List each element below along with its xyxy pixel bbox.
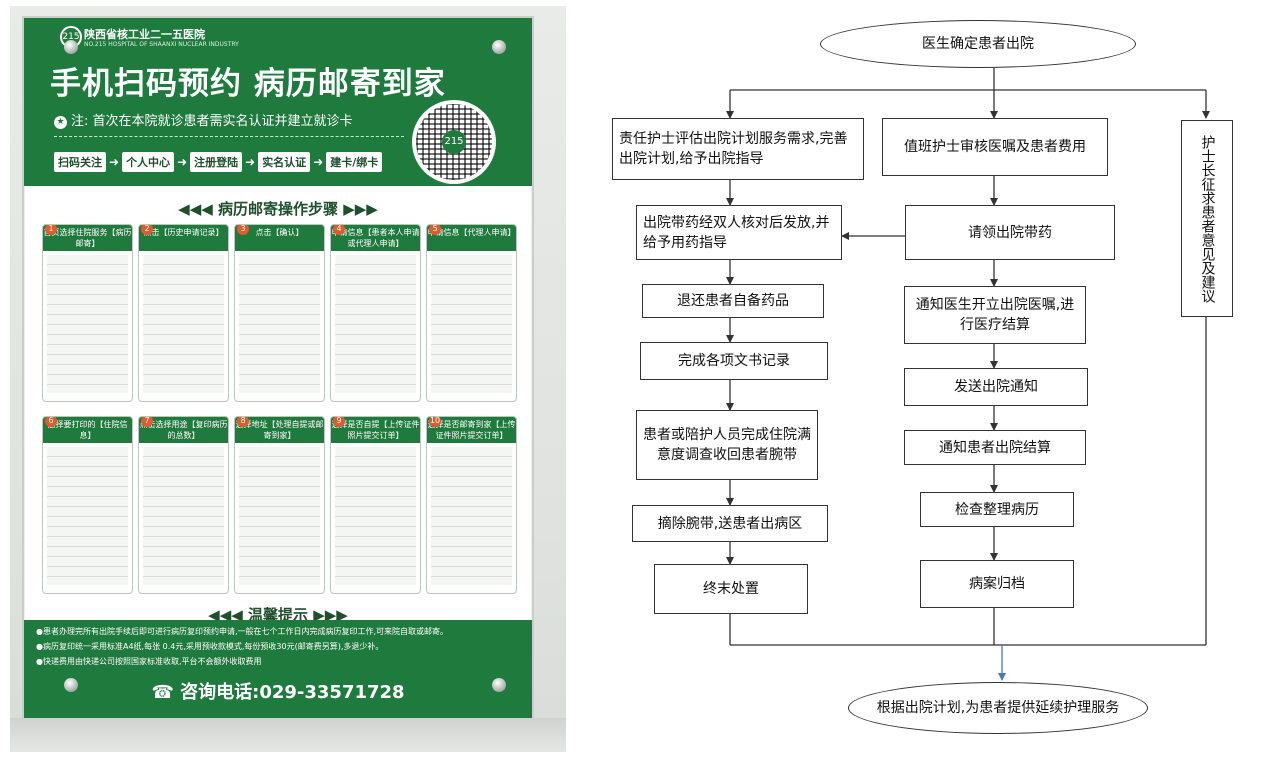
phone-screenshot: 首页选择住院服务【病历邮寄】1 (42, 224, 133, 402)
screen-title: 选择是否邮寄到家【上传证件照片提交订单】 (427, 417, 516, 443)
flow-step-right: 护士长征求患者意见及建议 (1181, 120, 1233, 317)
flow-step-mid-1: 值班护士审核医嘱及患者费用 (882, 118, 1108, 176)
flow-step-left-6: 摘除腕带,送患者出病区 (632, 505, 828, 542)
screen-title: 选择地址【处理自提或邮寄到家】 (235, 417, 324, 443)
flow-step-mid-5: 通知患者出院结算 (904, 430, 1086, 465)
reg-step: 注册登陆 (190, 152, 243, 172)
flow-step-mid-3: 通知医生开立出院医嘱,进行医疗结算 (904, 286, 1086, 344)
qr-code-icon (416, 104, 492, 180)
screens-row-1: 首页选择住院服务【病历邮寄】1 点击【历史申请记录】2 点击【确认】3 申请信息… (42, 224, 528, 402)
step-number: 2 (141, 225, 153, 235)
tip-item: ●快递费用由快递公司按照国家标准收取,平台不会额外收取费用 (36, 657, 262, 666)
step-number: 9 (333, 417, 345, 427)
phone-screenshot: 选择地址【处理自提或邮寄到家】8 (234, 416, 325, 594)
acrylic-stand (10, 718, 566, 752)
reg-step: 个人中心 (122, 152, 175, 172)
poster-footer (24, 620, 532, 718)
qr-logo: 215 (442, 130, 466, 154)
steps-section-title: ◀◀◀ 病历邮寄操作步骤 ▶▶▶ (178, 200, 378, 218)
end-node: 根据出院计划,为患者提供延续护理服务 (848, 682, 1148, 734)
hospital-name-en: NO.215 HOSPITAL OF SHAANXI NUCLEAR INDUS… (84, 41, 239, 48)
flow-step-mid-2: 请领出院带药 (905, 205, 1115, 260)
phone-screenshot: 申请信息【代理人申请】5 (426, 224, 517, 402)
tips-list: ●患者办理完所有出院手续后即可进行病历复印预约申请,一般在七个工作日内完成病历复… (36, 624, 526, 669)
poster-note: ★ 注: 首次在本院就诊患者需实名认证并建立就诊卡 (54, 110, 353, 129)
step-number: 1 (45, 225, 57, 235)
phone-screenshot: 申请信息【患者本人申请或代理人申请】4 (330, 224, 421, 402)
registration-steps: 扫码关注➜ 个人中心➜ 注册登陆➜ 实名认证➜ 建卡/绑卡 (54, 152, 383, 172)
step-number: 7 (141, 417, 153, 427)
flow-step-left-7: 终末处置 (654, 564, 808, 614)
screen-title: 点击【历史申请记录】 (139, 225, 228, 251)
flow-step-mid-4: 发送出院通知 (904, 368, 1088, 406)
screen-title: 点击选择用途【复印病历的总数】 (139, 417, 228, 443)
screen-title: 申请信息【代理人申请】 (427, 225, 516, 251)
arrow-right-icon: ➜ (177, 155, 188, 169)
reg-step: 实名认证 (258, 152, 311, 172)
flow-step-left-1: 责任护士评估出院计划服务需求,完善出院计划,给予出院指导 (612, 118, 864, 180)
step-number: 8 (237, 417, 249, 427)
flow-step-left-2: 出院带药经双人核对后发放,并给予用药指导 (636, 205, 842, 260)
phone-screenshot: 点击选择用途【复印病历的总数】7 (138, 416, 229, 594)
start-node: 医生确定患者出院 (820, 20, 1136, 68)
arrow-right-icon: ➜ (313, 155, 324, 169)
screens-row-2: 选择要打印的【住院信息】6 点击选择用途【复印病历的总数】7 选择地址【处理自提… (42, 416, 528, 594)
flow-step-left-4: 完成各项文书记录 (640, 342, 828, 380)
divider (54, 136, 404, 137)
phone-screenshot: 选择是否自提【上传证件照片提交订单】9 (330, 416, 421, 594)
screw-icon (64, 678, 78, 692)
screen-title: 点击【确认】 (235, 225, 324, 251)
tips-title: ◀◀◀ 温馨提示 ▶▶▶ (208, 606, 348, 624)
phone-number: ☎ 咨询电话:029-33571728 (151, 682, 405, 703)
phone-screenshot: 点击【历史申请记录】2 (138, 224, 229, 402)
tip-item: ●患者办理完所有出院手续后即可进行病历复印预约申请,一般在七个工作日内完成病历复… (36, 627, 449, 636)
flow-step-mid-6: 检查整理病历 (920, 492, 1074, 527)
screen-title: 选择是否自提【上传证件照片提交订单】 (331, 417, 420, 443)
flow-step-left-5: 患者或陪护人员完成住院满意度调查收回患者腕带 (636, 410, 818, 480)
phone-screenshot: 选择要打印的【住院信息】6 (42, 416, 133, 594)
phone-screenshot: 点击【确认】3 (234, 224, 325, 402)
screw-icon (492, 678, 506, 692)
screw-icon (492, 40, 506, 54)
arrow-right-icon: ➜ (245, 155, 256, 169)
tip-item: ●病历复印统一采用标准A4纸,每张 0.4元,采用预收款模式,每份预收30元(邮… (36, 642, 384, 651)
poster-note-text: 注: 首次在本院就诊患者需实名认证并建立就诊卡 (71, 114, 353, 129)
arrow-right-icon: ➜ (109, 155, 120, 169)
flow-step-mid-7: 病案归档 (920, 560, 1074, 608)
poster: 215 陕西省核工业二一五医院 NO.215 HOSPITAL OF SHAAN… (22, 16, 534, 720)
phone-screenshot: 选择是否邮寄到家【上传证件照片提交订单】10 (426, 416, 517, 594)
star-icon: ★ (54, 116, 67, 129)
step-number: 6 (45, 417, 57, 427)
screw-icon (64, 40, 78, 54)
screen-title: 申请信息【患者本人申请或代理人申请】 (331, 225, 420, 251)
reg-step: 扫码关注 (54, 152, 106, 172)
flow-step-left-3: 退还患者自备药品 (642, 284, 824, 318)
screen-title: 首页选择住院服务【病历邮寄】 (43, 225, 132, 251)
step-number: 4 (333, 225, 345, 235)
step-number: 10 (429, 416, 441, 427)
hospital-name: 陕西省核工业二一五医院 (84, 28, 205, 41)
poster-photo: 215 陕西省核工业二一五医院 NO.215 HOSPITAL OF SHAAN… (10, 6, 566, 752)
screen-title: 选择要打印的【住院信息】 (43, 417, 132, 443)
poster-title: 手机扫码预约 病历邮寄到家 (50, 66, 446, 102)
reg-step: 建卡/绑卡 (326, 152, 383, 172)
step-number: 3 (237, 225, 249, 235)
step-number: 5 (429, 225, 441, 235)
